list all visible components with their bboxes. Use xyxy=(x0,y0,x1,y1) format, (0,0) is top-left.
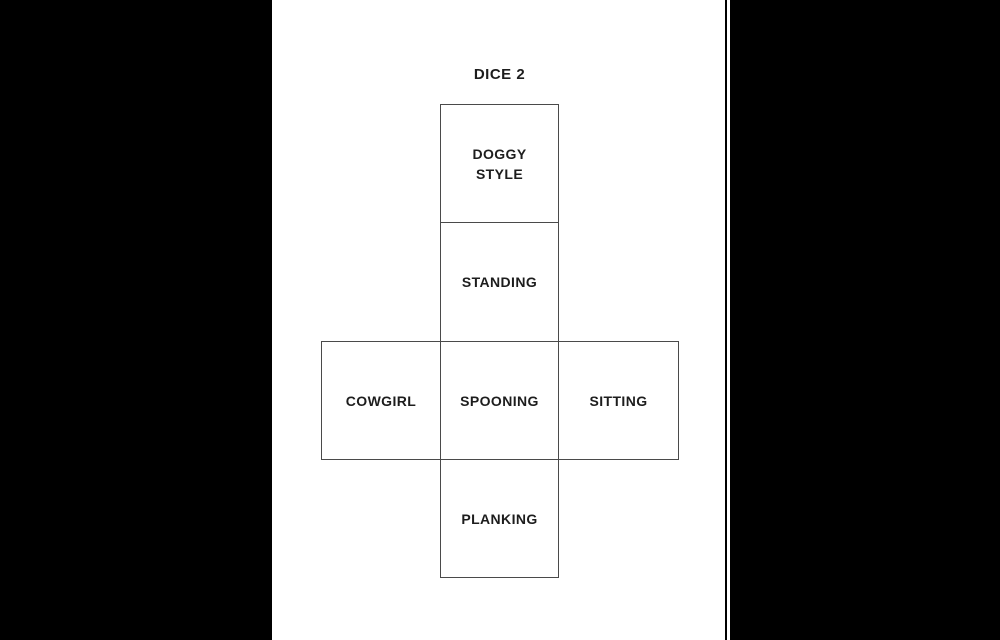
die-face-doggy-style: DOGGY STYLE xyxy=(440,104,559,223)
right-page-edge-line xyxy=(725,0,727,640)
die-face-sitting: SITTING xyxy=(558,341,679,460)
die-face-planking: PLANKING xyxy=(440,459,559,578)
left-letterbox-bar xyxy=(0,0,272,640)
die-face-cowgirl: COWGIRL xyxy=(321,341,441,460)
right-letterbox-bar xyxy=(730,0,1000,640)
dice-net-title: DICE 2 xyxy=(473,66,526,83)
die-face-standing: STANDING xyxy=(440,222,559,342)
die-face-spooning: SPOONING xyxy=(440,341,559,460)
